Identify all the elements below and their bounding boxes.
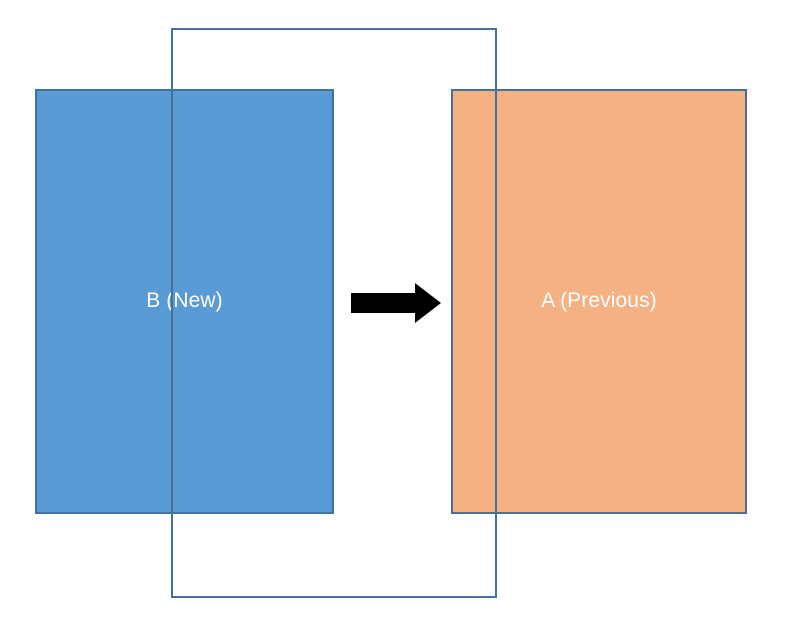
shape-label-a-previous: A (Previous) bbox=[541, 289, 657, 313]
right-arrow-icon[interactable] bbox=[351, 283, 441, 323]
shape-box-a-previous[interactable]: A (Previous) bbox=[451, 89, 747, 514]
scope-frame-rectangle[interactable] bbox=[171, 28, 497, 598]
shape-box-b-new[interactable]: B (New) bbox=[35, 89, 334, 514]
shape-label-b-new: B (New) bbox=[146, 289, 223, 313]
right-arrow-shape bbox=[351, 283, 441, 323]
